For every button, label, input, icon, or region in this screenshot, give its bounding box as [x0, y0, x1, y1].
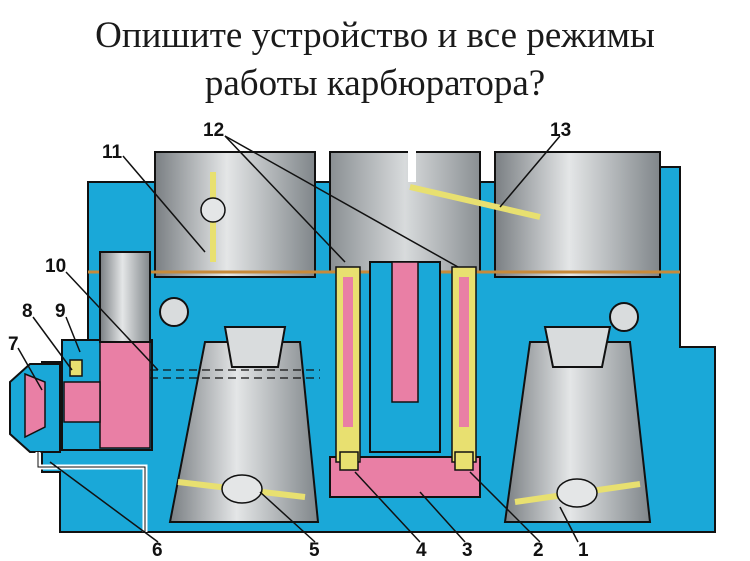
slide-title-line2: работы карбюратора?: [204, 63, 546, 104]
callout-6: 6: [152, 540, 163, 561]
callout-12: 12: [203, 120, 224, 141]
callout-13: 13: [550, 120, 571, 141]
callout-leaders: [17, 135, 579, 543]
choke-axis: [200, 197, 226, 223]
primary-throttle-axis: [221, 474, 263, 504]
callout-3: 3: [462, 540, 473, 561]
needle-valve-housing: [63, 381, 101, 423]
callout-8: 8: [22, 301, 33, 322]
callout-7: 7: [8, 334, 19, 355]
float-body: [24, 372, 46, 439]
primary-air-horn: [154, 151, 316, 278]
accelerator-pump-fuel: [391, 261, 419, 403]
primary-small-diffuser: [223, 326, 287, 368]
needle-valve: [69, 359, 83, 377]
callout-4: 4: [416, 540, 427, 561]
fuel-inlet-column: [99, 251, 151, 343]
callout-2: 2: [533, 540, 544, 561]
main-jet-right: [454, 451, 474, 471]
right-emulsion-fuel: [459, 277, 469, 427]
left-venturi-ring: [159, 297, 190, 327]
air-jet-tube: [409, 184, 541, 220]
main-jet-left: [339, 451, 359, 471]
right-venturi-ring: [609, 302, 640, 332]
left-emulsion-fuel: [343, 277, 353, 427]
secondary-small-diffuser: [543, 326, 612, 368]
slide-title-line1: Опишите устройство и все режимы: [95, 15, 655, 56]
secondary-throttle-axis: [556, 478, 598, 508]
fuel-level-float-chamber: [99, 341, 151, 449]
callout-9: 9: [55, 301, 66, 322]
callout-11: 11: [102, 142, 123, 163]
carburetor-diagram: 1 2 3 4 5 6 7 8 9 10 11 12 13: [8, 112, 716, 561]
callout-5: 5: [309, 540, 320, 561]
callout-1: 1: [578, 540, 589, 561]
callout-10: 10: [45, 256, 66, 277]
center-air-channel: [329, 151, 481, 273]
